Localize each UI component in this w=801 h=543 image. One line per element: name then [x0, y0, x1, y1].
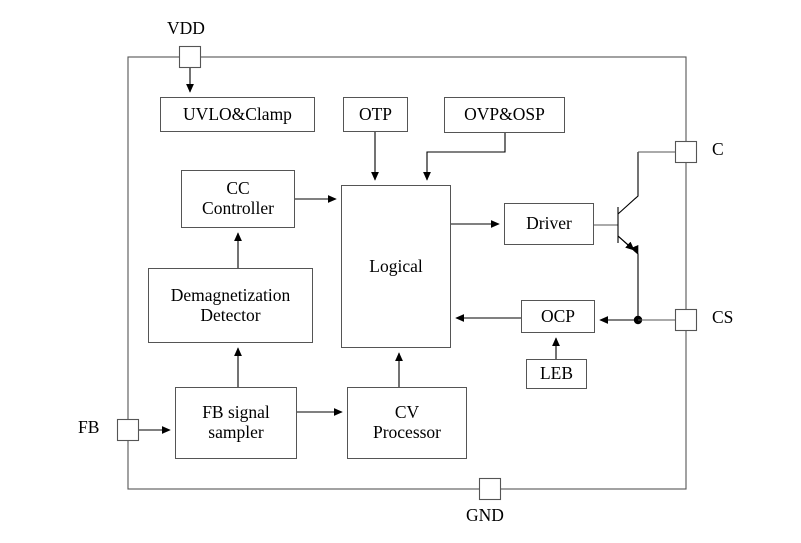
block-ovp-osp: OVP&OSP [444, 97, 565, 133]
block-uvlo-clamp: UVLO&Clamp [160, 97, 315, 132]
block-fb-signal-sampler: FB signal sampler [175, 387, 297, 459]
block-logical: Logical [341, 185, 451, 348]
pin-label-vdd: VDD [167, 18, 205, 38]
block-demagnetization-detector: Demagnetization Detector [148, 268, 313, 343]
block-driver: Driver [504, 203, 594, 245]
transistor-collector-lead [617, 152, 639, 215]
transistor-emitter-arrow [617, 235, 635, 251]
block-cv-processor: CV Processor [347, 387, 467, 459]
pin-label-gnd: GND [466, 505, 504, 525]
pin-label-cs: CS [712, 307, 734, 327]
pin-label-c: C [712, 139, 724, 159]
pin-label-fb: FB [78, 417, 100, 437]
wire-ovposp-to-logical [423, 133, 506, 181]
block-leb: LEB [526, 359, 587, 389]
block-ocp: OCP [521, 300, 595, 333]
block-cc-controller: CC Controller [181, 170, 295, 228]
transistor-emitter-lead [617, 235, 639, 320]
block-otp: OTP [343, 97, 408, 132]
